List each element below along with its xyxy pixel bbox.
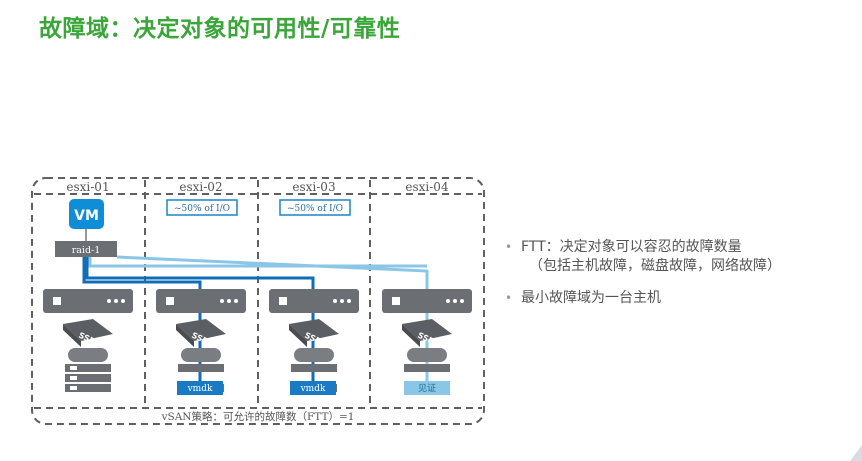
io-box — [166, 199, 238, 216]
bullet-item: • FTT：决定对象可以容忍的故障数量 （包括主机故障，磁盘故障，网络故障） — [505, 238, 862, 276]
io-box — [279, 199, 351, 216]
bullet-text: 最小故障域为一台主机 — [521, 290, 661, 306]
io-label: ~50% of I/O — [287, 204, 343, 214]
host-hardware-esxi-03: SSD — [269, 289, 359, 392]
host-label-esxi-02: esxi-02 — [179, 180, 222, 194]
witness-path — [88, 257, 427, 268]
host-label-esxi-03: esxi-03 — [292, 180, 335, 194]
vmdk-label: vmdk — [300, 384, 326, 394]
primary-path — [82, 257, 202, 382]
cluster-frame — [31, 177, 485, 425]
bullet-list: • FTT：决定对象可以容忍的故障数量 （包括主机故障，磁盘故障，网络故障） •… — [505, 238, 862, 321]
host-label-esxi-04: esxi-04 — [405, 180, 449, 194]
vmdk-component — [290, 381, 336, 395]
host-hardware-esxi-01: SSD — [43, 289, 133, 392]
vmdk-component — [177, 381, 223, 395]
page-title: 故障域：决定对象的可用性/可靠性 — [39, 16, 401, 42]
bullet-item: • 最小故障域为一台主机 — [505, 289, 862, 308]
witness-label: 见证 — [418, 383, 436, 394]
vm-label: VM — [74, 208, 99, 224]
raid-label: raid-1 — [72, 245, 101, 256]
witness-component — [404, 381, 450, 395]
policy-label: vSAN策略：可允许的故障数（FTT）=1 — [161, 410, 355, 423]
slide-corner-decoration — [850, 445, 862, 461]
bullet-text: FTT：决定对象可以容忍的故障数量 — [521, 239, 742, 255]
raid-box — [55, 241, 117, 257]
io-label: ~50% of I/O — [174, 204, 230, 214]
vm-box — [69, 199, 104, 229]
host-label-esxi-01: esxi-01 — [66, 180, 109, 194]
host-hardware-esxi-04: SSD — [382, 289, 472, 392]
vmdk-label: vmdk — [187, 384, 213, 394]
bullet-subtext: （包括主机故障，磁盘故障，网络故障） — [529, 258, 781, 274]
bullet-dot-icon: • — [505, 240, 513, 254]
bullet-dot-icon: • — [505, 291, 513, 305]
witness-path — [116, 255, 429, 382]
